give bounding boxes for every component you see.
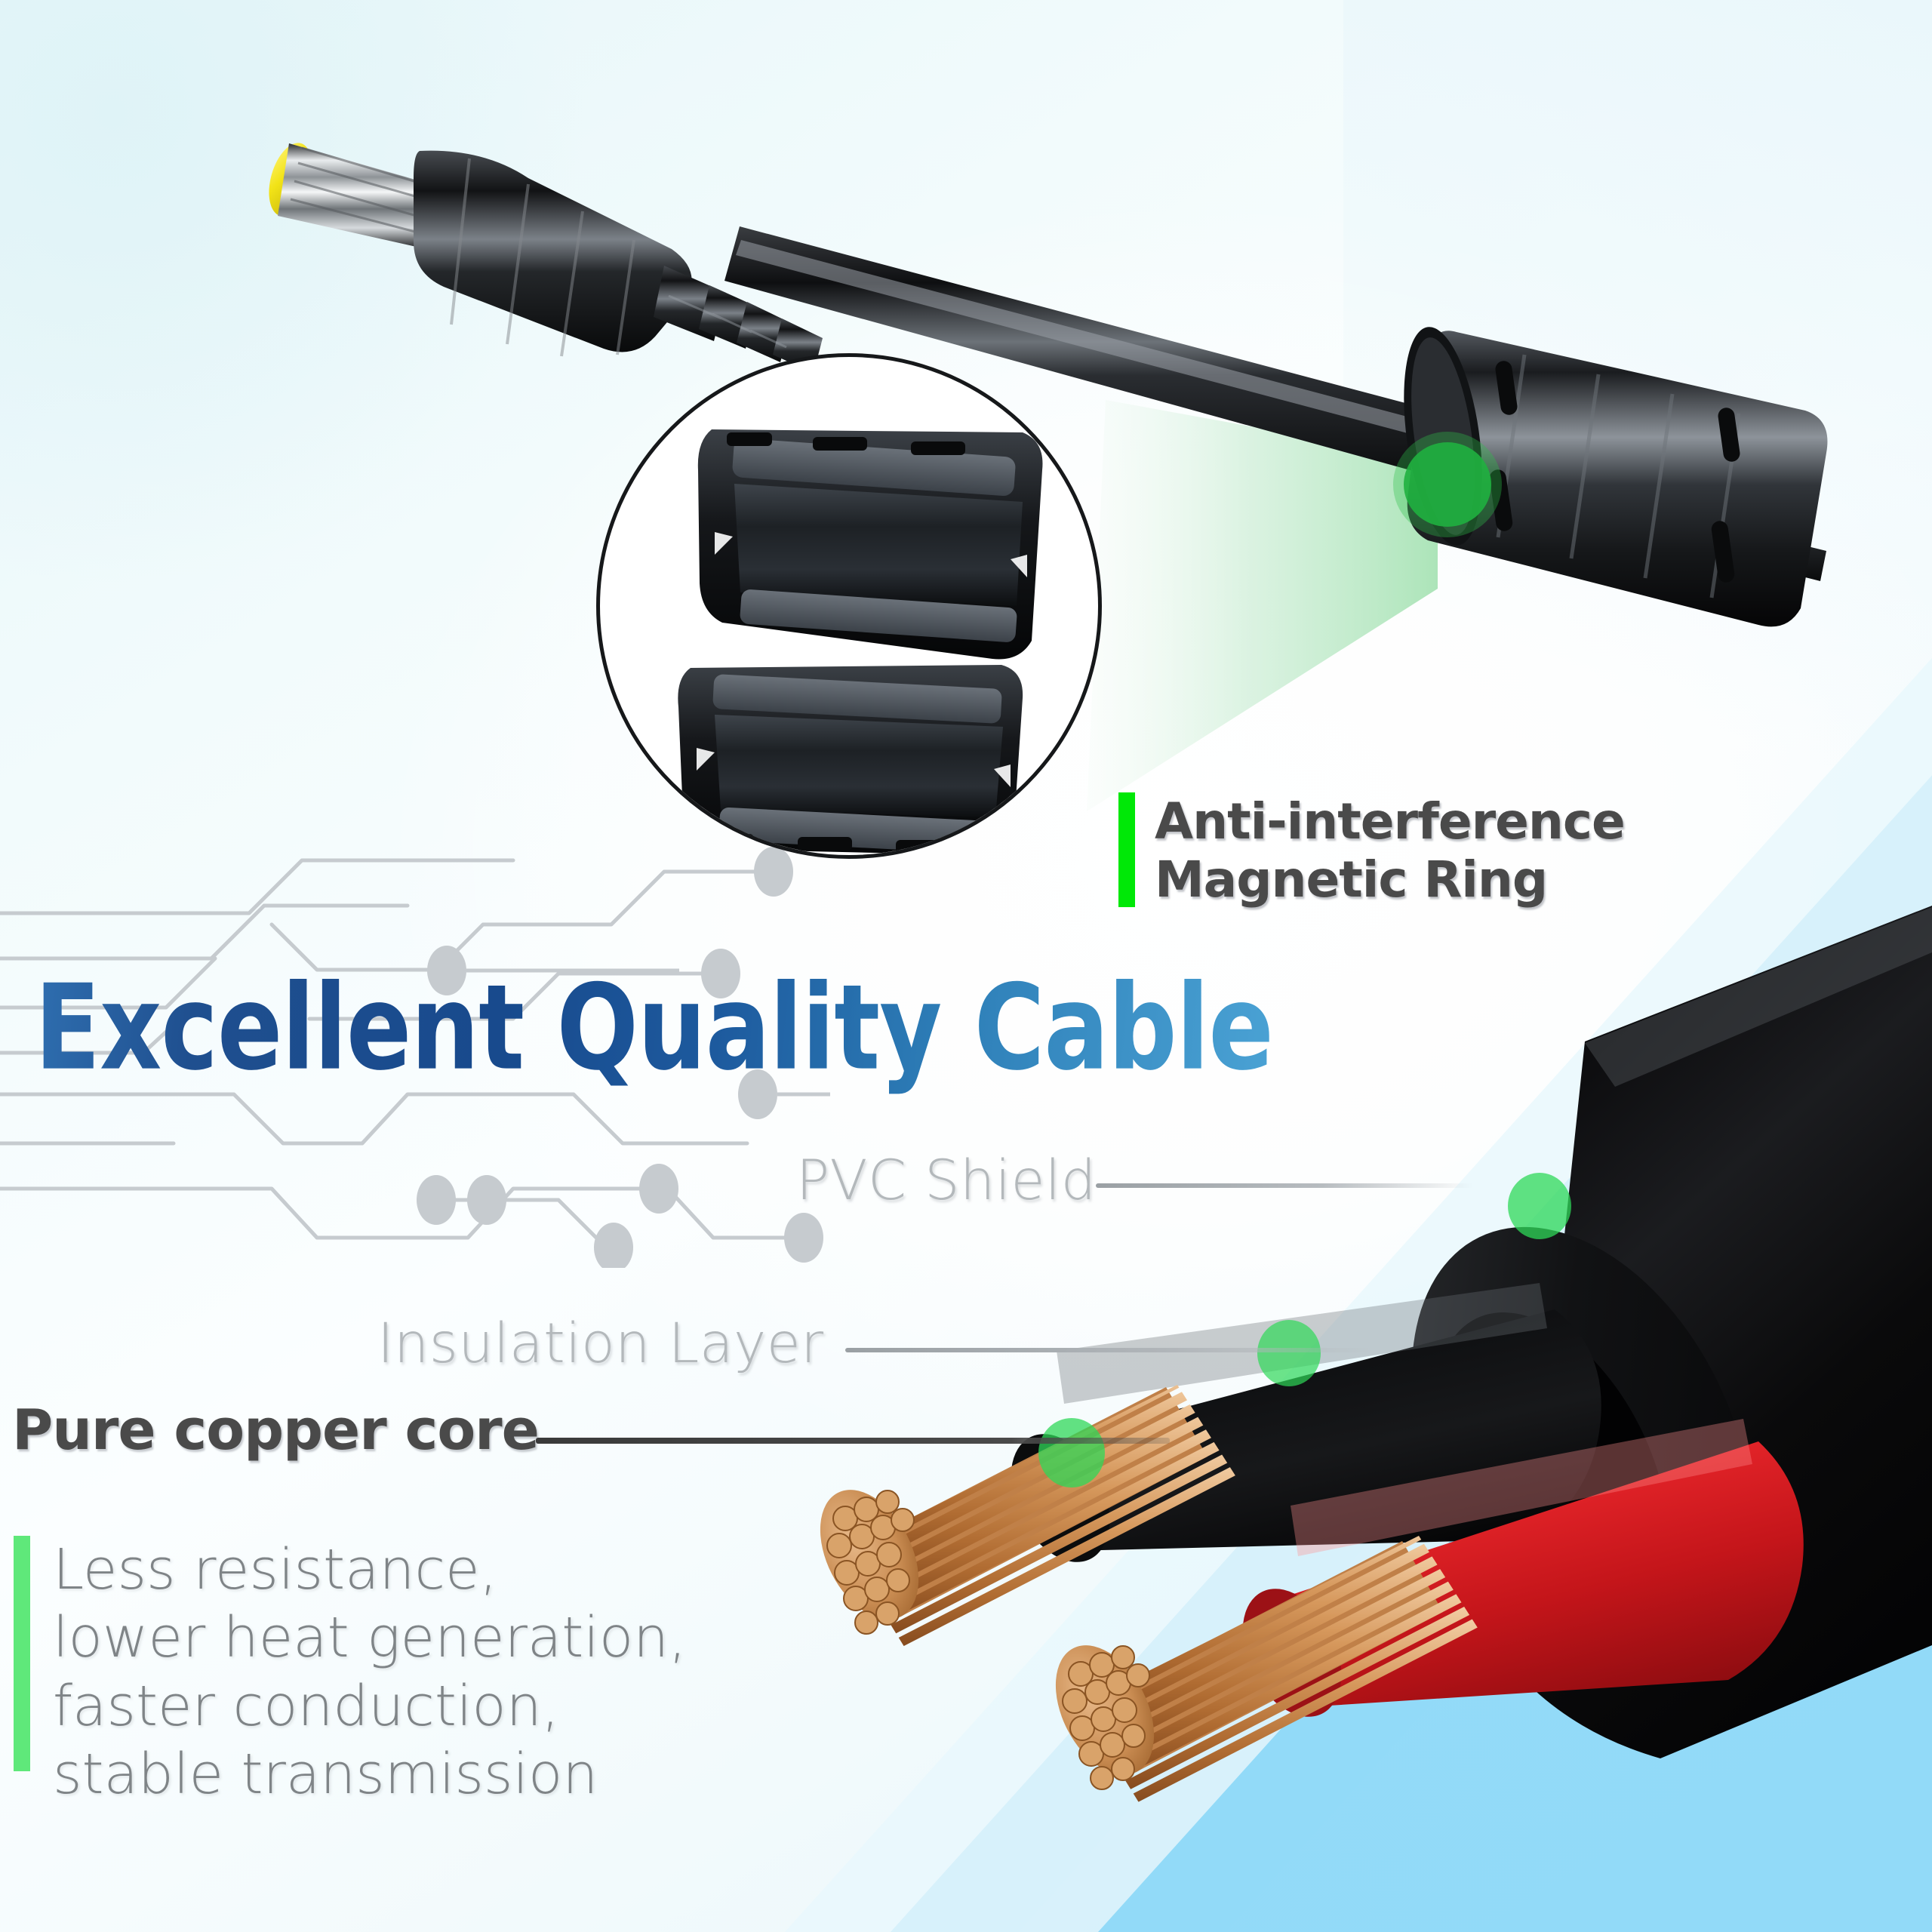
- background-corner-glow: [0, 0, 589, 589]
- circuit-trace-pattern: [0, 847, 830, 1268]
- magnetic-ring-accent-bar: [1118, 792, 1135, 907]
- magnetic-ring-line-2: Magnetic Ring: [1155, 851, 1548, 909]
- magnetic-ring-text: Anti-interference Magnetic Ring: [1155, 792, 1626, 909]
- benefit-item: Less resistance,: [53, 1537, 498, 1602]
- magnetic-ring-callout: Anti-interference Magnetic Ring: [1118, 792, 1626, 909]
- copper-benefits-list: Less resistance, lower heat generation, …: [53, 1536, 687, 1808]
- insulation-layer-leader-line: [845, 1348, 1374, 1352]
- pvc-shield-label: PVC Shield: [796, 1149, 1097, 1213]
- ferrite-clamp-upper-half: [697, 429, 1043, 660]
- copper-benefits-accent-bar: [14, 1536, 30, 1771]
- page-title: Excellent Quality Cable: [35, 960, 1274, 1097]
- benefit-item: faster conduction,: [53, 1673, 560, 1739]
- ferrite-clamp-lower-half: [678, 665, 1023, 855]
- ferrite-clamp-inset: [596, 353, 1102, 859]
- copper-core-leader-line: [536, 1438, 1170, 1444]
- insulation-layer-label: Insulation Layer: [377, 1312, 824, 1376]
- benefit-item: stable transmission: [53, 1741, 598, 1807]
- benefit-item: lower heat generation,: [53, 1605, 687, 1671]
- pvc-shield-leader-line: [1096, 1183, 1473, 1188]
- copper-core-heading: Pure copper core: [12, 1398, 540, 1463]
- copper-benefits-callout: Less resistance, lower heat generation, …: [14, 1536, 687, 1808]
- magnetic-ring-line-1: Anti-interference: [1155, 792, 1626, 851]
